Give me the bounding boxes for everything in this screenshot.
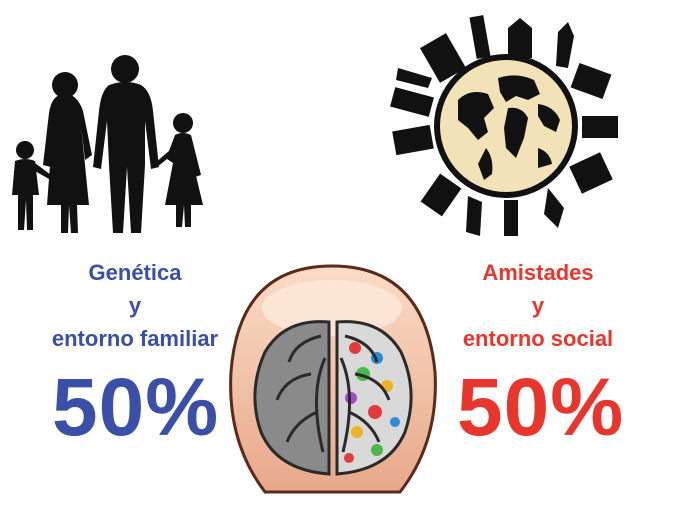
right-percent: 50%: [457, 362, 625, 453]
left-percent: 50%: [52, 362, 220, 453]
left-caption: Genética y entorno familiar: [25, 256, 245, 355]
globe-city-icon: [390, 15, 618, 236]
left-caption-line: Genética: [88, 260, 182, 285]
left-caption-line: y: [128, 293, 142, 318]
right-caption-line: y: [531, 293, 545, 318]
family-silhouette-icon: [12, 55, 203, 233]
head-brain-icon: [229, 264, 437, 494]
right-caption-line: Amistades: [482, 260, 594, 285]
right-caption-line: entorno social: [462, 326, 614, 351]
left-caption-line: entorno familiar: [51, 326, 219, 351]
right-caption: Amistades y entorno social: [428, 256, 648, 355]
